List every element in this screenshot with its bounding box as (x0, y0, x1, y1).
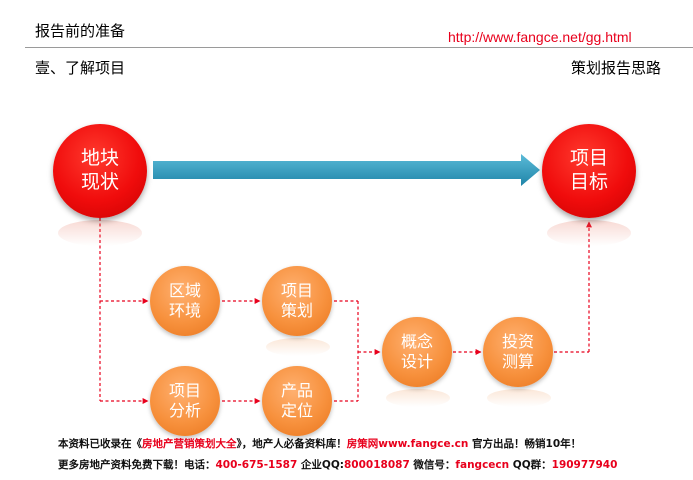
node-planning-line2: 策划 (280, 301, 313, 320)
page-title: 报告前的准备 (35, 22, 126, 40)
footer-site-link[interactable]: 房策网www.fangce.cn (346, 438, 469, 450)
footer-text: QQ群： (509, 459, 552, 471)
node-land-line1: 地块 (80, 147, 119, 170)
node-concept-design: 概念 设计 (382, 317, 452, 387)
node-region-line2: 环境 (168, 301, 201, 320)
footer-text: 企业QQ: (297, 459, 344, 471)
node-investment-calc: 投资 测算 (483, 317, 553, 387)
header-divider (25, 47, 693, 48)
footer-qq-group: 190977940 (551, 459, 618, 471)
main-arrow (153, 154, 540, 186)
node-project-goal: 项目 目标 (542, 124, 636, 218)
footer-text: 本资料已收录在《 (58, 438, 142, 450)
node-land-status: 地块 现状 (53, 124, 147, 218)
goal-node-reflection (547, 220, 631, 246)
footer-line-1: 本资料已收录在《房地产营销策划大全》，地产人必备资料库！房策网www.fangc… (58, 436, 581, 451)
invest-node-reflection (487, 389, 551, 407)
node-invest-line2: 测算 (501, 352, 534, 371)
node-planning-line1: 项目 (280, 281, 313, 300)
header-url-link[interactable]: http://www.fangce.net/gg.html (448, 29, 632, 45)
node-goal-line1: 项目 (569, 147, 608, 170)
footer-text: 更多房地产资料免费下载！电话： (58, 459, 216, 471)
node-region-environment: 区域 环境 (150, 266, 220, 336)
node-product-line1: 产品 (280, 381, 313, 400)
footer-book-title: 房地产营销策划大全 (142, 438, 237, 450)
node-concept-line2: 设计 (400, 352, 433, 371)
node-concept-line1: 概念 (400, 332, 433, 351)
node-invest-line1: 投资 (501, 332, 534, 351)
footer-text: 微信号： (409, 459, 456, 471)
land-node-reflection (58, 220, 142, 246)
node-analysis-line2: 分析 (168, 401, 201, 420)
footer-qq: 800018087 (344, 459, 410, 471)
footer-line-2: 更多房地产资料免费下载！电话：400-675-1587 企业QQ:8000180… (58, 457, 617, 472)
concept-node-reflection (386, 389, 450, 407)
section-title: 壹、了解项目 (35, 59, 126, 77)
node-analysis-line1: 项目 (168, 381, 201, 400)
node-land-line2: 现状 (80, 171, 119, 193)
node-project-planning: 项目 策划 (262, 266, 332, 336)
footer-text: 官方出品！畅销10年！ (468, 438, 582, 450)
node-region-line1: 区域 (168, 281, 201, 300)
footer-wechat: fangcecn (455, 459, 510, 471)
node-goal-line2: 目标 (569, 171, 608, 193)
section-subtitle: 策划报告思路 (571, 59, 662, 77)
node-product-positioning: 产品 定位 (262, 366, 332, 436)
footer-text: 》，地产人必备资料库！ (236, 438, 347, 450)
footer-phone: 400-675-1587 (215, 459, 298, 471)
planning-node-reflection (266, 338, 330, 356)
node-project-analysis: 项目 分析 (150, 366, 220, 436)
node-product-line2: 定位 (280, 401, 313, 420)
